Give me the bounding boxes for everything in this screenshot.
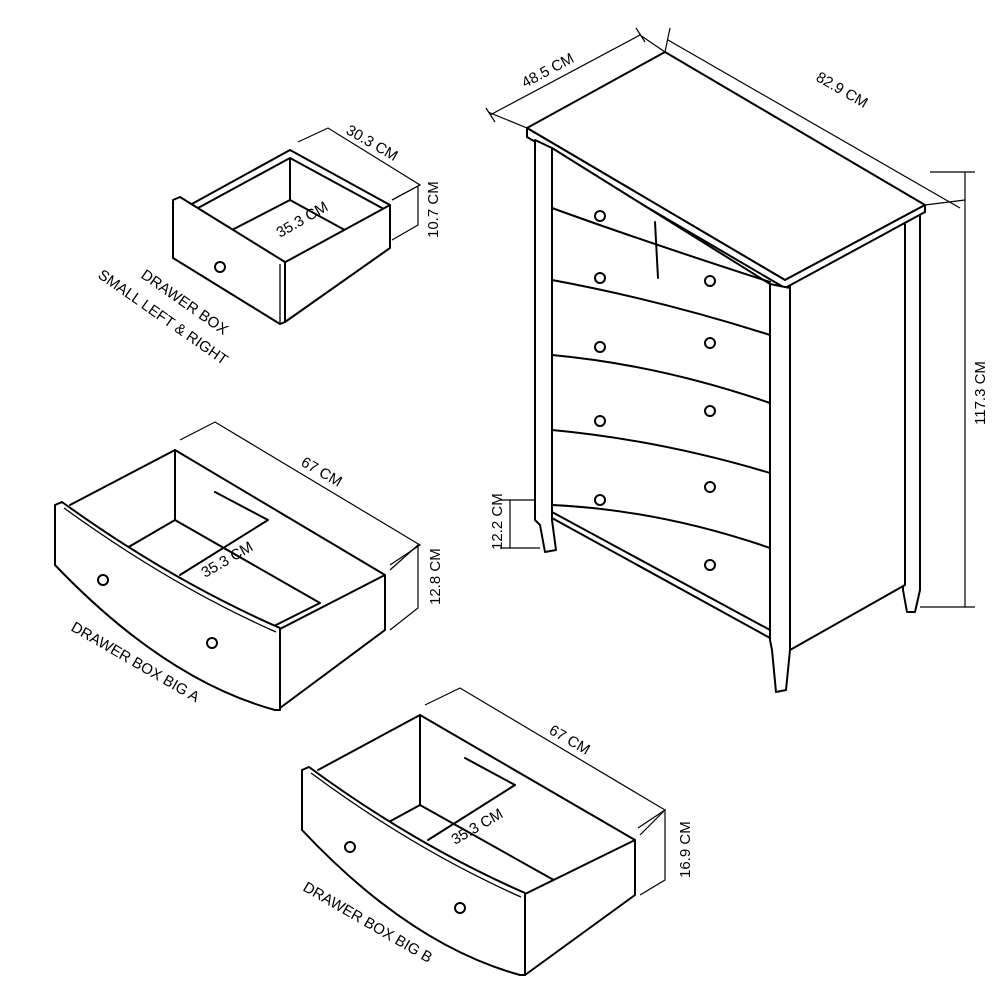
front-bottom-rail [551, 517, 771, 639]
big-a-depth-label: 67 CM [298, 454, 345, 491]
drawer-front [172, 196, 286, 325]
chest-leg-height-label: 12.2 CM [489, 493, 506, 550]
drawer-front [301, 766, 526, 976]
width-dimension-line [664, 27, 966, 209]
knob [594, 415, 606, 427]
drawer-side [522, 839, 636, 976]
chest-height-label: 117.3 CM [972, 361, 989, 425]
leg-height-dimension-line [500, 499, 540, 549]
small-height-dimension [391, 184, 419, 241]
drawer-divider [551, 504, 771, 549]
drawer-divider [551, 429, 771, 474]
knob [594, 272, 606, 284]
drawer-front [54, 501, 281, 711]
knob [704, 559, 716, 571]
big-a-height-label: 12.8 CM [427, 548, 444, 605]
knob [454, 902, 466, 914]
big-a-height-dimension [389, 543, 419, 631]
knob [704, 337, 716, 349]
drawer-side [277, 574, 386, 709]
chest-of-drawers: 48.5 CM 82.9 CM 117.3 CM 12.2 CM [485, 27, 989, 693]
chest-top-edge [526, 127, 926, 289]
knob [704, 481, 716, 493]
chest-width-label: 82.9 CM [813, 69, 871, 112]
drawer-box-big-b: 67 CM 16.9 CM 35.3 CM DRAWER BOX BIG B [300, 687, 694, 976]
knob [344, 841, 356, 853]
knob [594, 341, 606, 353]
big-b-depth-dimension [424, 687, 667, 829]
small-drawer-split [654, 221, 659, 279]
drawer-divider [551, 207, 771, 283]
big-b-height-dimension [639, 808, 666, 896]
knob [594, 494, 606, 506]
knob [214, 261, 226, 273]
knob [594, 210, 606, 222]
depth-dimension-line [485, 27, 666, 129]
big-b-height-label: 16.9 CM [677, 821, 694, 878]
drawer-divider [551, 279, 771, 336]
front-right-leg [769, 283, 791, 693]
knob [206, 637, 218, 649]
knob [704, 405, 716, 417]
knob [704, 275, 716, 287]
drawer-box-small: 30.3 CM 10.7 CM 35.3 CM DRAWER BOX SMALL… [95, 122, 442, 369]
small-height-label: 10.7 CM [425, 181, 442, 238]
drawer-knobs [594, 210, 716, 571]
side-panel [789, 211, 906, 651]
chest-depth-label: 48.5 CM [519, 50, 577, 92]
drawer-box-big-a: 67 CM 12.8 CM 35.3 CM DRAWER BOX BIG A [54, 421, 444, 711]
drawer-back [189, 149, 391, 206]
height-dimension-line [920, 171, 975, 608]
drawer-divider [551, 354, 771, 404]
big-a-depth-dimension [179, 421, 422, 566]
knob [97, 574, 109, 586]
